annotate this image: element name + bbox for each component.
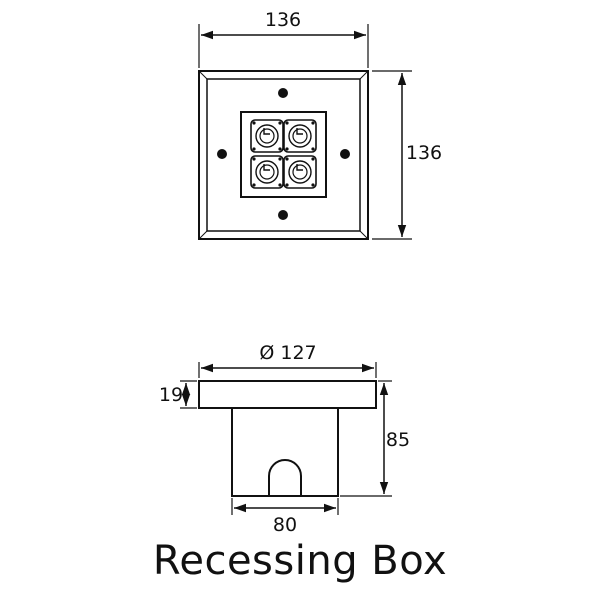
side-view: Ø 127 19 85 80 bbox=[159, 342, 410, 536]
base-width-label: 80 bbox=[273, 514, 297, 536]
cover-plate bbox=[198, 70, 369, 240]
top-height-label: 136 bbox=[406, 142, 442, 164]
drawing-caption: Recessing Box bbox=[152, 538, 448, 584]
flange bbox=[198, 380, 377, 409]
connector-top-right bbox=[283, 119, 317, 153]
screw-hole-left bbox=[217, 149, 227, 159]
total-height-label: 85 bbox=[386, 429, 410, 451]
screw-hole-bottom bbox=[278, 210, 288, 220]
connector-panel bbox=[240, 111, 327, 198]
box-body bbox=[231, 407, 339, 497]
connector-top-left bbox=[250, 119, 284, 153]
screw-hole-top bbox=[278, 88, 288, 98]
cover-plate-inner-edge bbox=[206, 78, 361, 232]
cable-entry-knockout bbox=[268, 459, 302, 496]
flange-thickness-label: 19 bbox=[159, 384, 183, 406]
screw-hole-right bbox=[340, 149, 350, 159]
connector-bottom-left bbox=[250, 155, 284, 189]
top-view: 136 136 bbox=[198, 9, 442, 240]
top-width-label: 136 bbox=[265, 9, 301, 31]
connector-bottom-right bbox=[283, 155, 317, 189]
diameter-label: Ø 127 bbox=[259, 342, 316, 364]
